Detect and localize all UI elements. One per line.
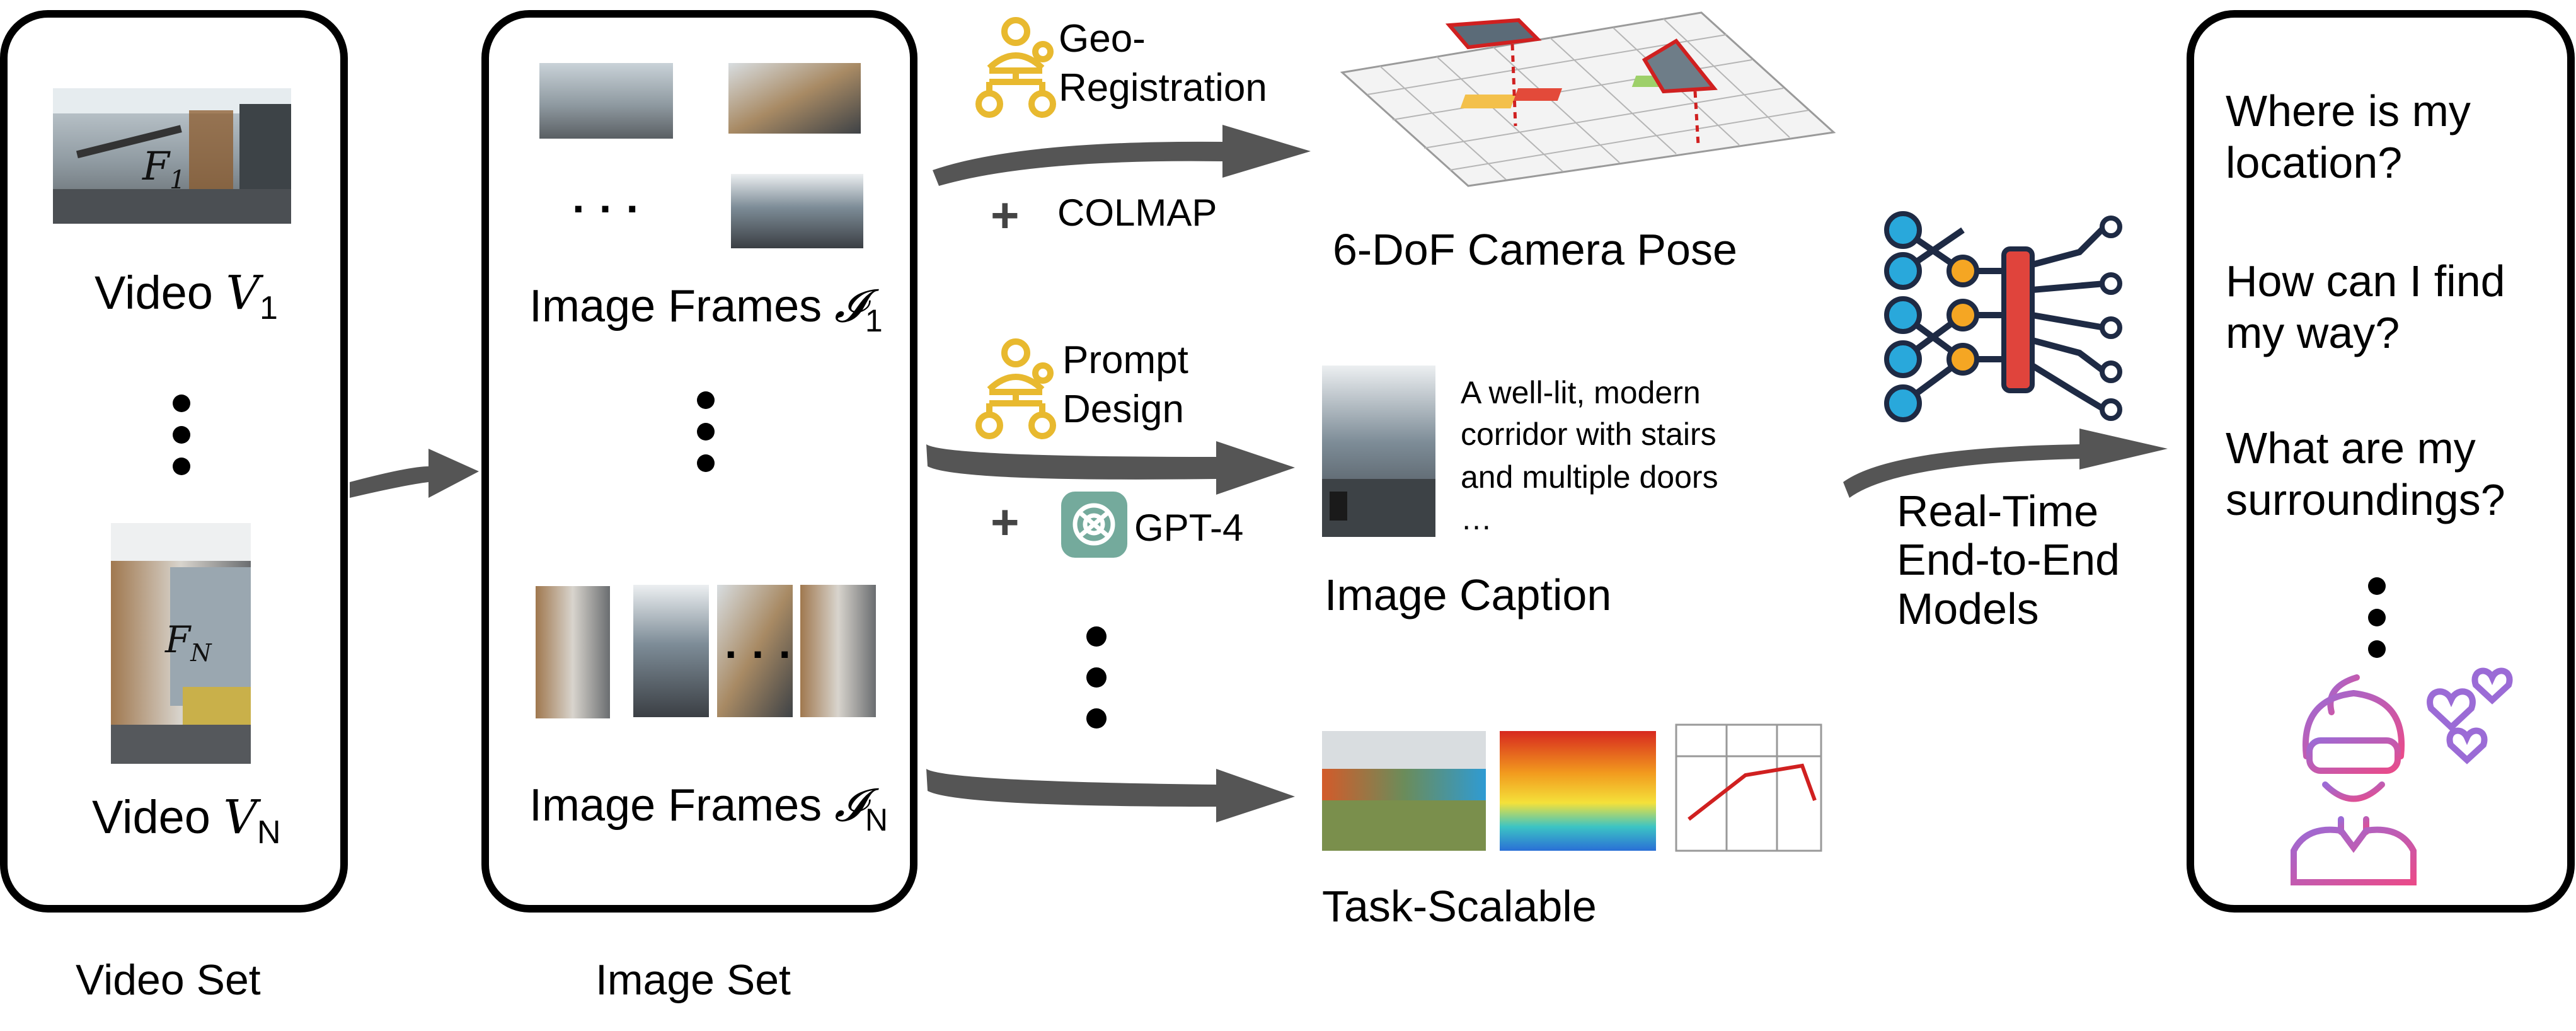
video-last-frame-mark: FN (164, 618, 212, 667)
image-frames-first-label: Image Frames 𝓘1 (529, 279, 883, 338)
pipeline-vertical-ellipsis (1086, 626, 1107, 729)
task-example-rgb (1322, 731, 1486, 851)
geo-tool-plus: + (991, 187, 1020, 243)
prompt-method-icon (975, 338, 1056, 439)
video-first-thumbnail: F1 (53, 88, 291, 224)
geo-method-label: Geo- Registration (1059, 17, 1267, 110)
question-item: What are my surroundings? (2226, 423, 2505, 524)
image-frame-thumb (800, 585, 876, 717)
arrow-task (926, 769, 1295, 822)
video-set-border (0, 10, 348, 913)
floor-plan-pose-visual (1340, 11, 1836, 187)
questions-border (2187, 10, 2575, 913)
arrow-geo (933, 125, 1311, 186)
task-output-label: Task-Scalable (1322, 882, 1597, 931)
caption-output-label: Image Caption (1325, 570, 1611, 619)
task-example-depth (1500, 731, 1656, 851)
image-row-ellipsis: · · · (572, 184, 641, 233)
models-label: Real-Time End-to-End Models (1897, 487, 2132, 633)
geo-method-icon (975, 17, 1056, 118)
image-frame-thumb (728, 63, 861, 134)
arrow-caption (926, 441, 1295, 495)
geo-output-label: 6-DoF Camera Pose (1333, 225, 1737, 274)
image-frames-last-label: Image Frames 𝓘N (529, 778, 888, 838)
question-item: Where is my location? (2226, 86, 2483, 187)
video-set-panel: F1 Video V1 FN Video VN (0, 10, 348, 913)
video-vertical-ellipsis (173, 395, 190, 475)
caption-tool-label: GPT-4 (1134, 507, 1243, 549)
gpt-logo-icon (1061, 492, 1127, 558)
vr-user-icon (2291, 667, 2513, 885)
image-frame-thumb (731, 174, 863, 248)
arrow-video-to-image (350, 449, 479, 498)
caption-text: A well-lit, modern corridor with stairs … (1461, 375, 1727, 536)
video-first-frame-mark: F1 (142, 143, 185, 195)
image-row-ellipsis: · · · (725, 630, 793, 679)
question-item: How can I find my way? (2226, 256, 2517, 357)
image-frame-thumb (717, 585, 793, 717)
video-first-label: Video V1 (95, 266, 278, 326)
video-last-thumbnail: FN (111, 523, 251, 764)
video-last-label: Video VN (92, 790, 281, 851)
image-set-panel: · · · Image Frames 𝓘1 · · · Image Frames… (481, 10, 917, 913)
image-frame-thumb (539, 63, 673, 139)
arrow-models (1843, 429, 2168, 498)
image-set-label: Image Set (595, 956, 791, 1004)
questions-panel: Where is my location? How can I find my … (2187, 10, 2575, 913)
task-example-map (1675, 723, 1822, 852)
caption-photo (1322, 366, 1435, 537)
image-frame-thumb (633, 585, 709, 717)
image-vertical-ellipsis (697, 391, 715, 472)
video-set-label: Video Set (76, 956, 261, 1004)
questions-vertical-ellipsis (2368, 577, 2386, 658)
geo-tool-label: COLMAP (1057, 192, 1217, 234)
image-set-border (481, 10, 917, 913)
prompt-method-label: Prompt Design (1062, 338, 1199, 431)
caption-tool-plus: + (991, 494, 1020, 550)
neural-network-icon (1884, 211, 2122, 422)
image-frame-thumb (536, 586, 610, 718)
